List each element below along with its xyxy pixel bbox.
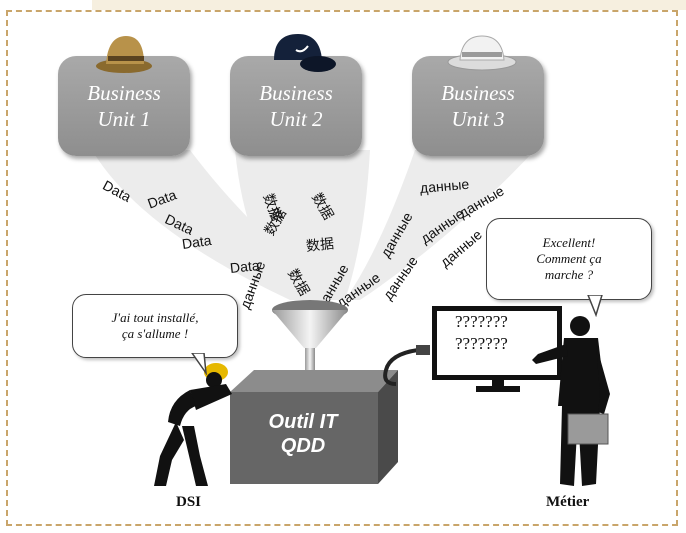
metier-speech-line1: Excellent! xyxy=(542,235,596,250)
business-unit-2: Business Unit 2 xyxy=(230,56,362,156)
screen-line-1: ??????? xyxy=(455,312,508,331)
data-word-chinese-4: 数据 xyxy=(305,235,335,254)
outil-it-line1: Outil IT xyxy=(268,411,338,433)
metier-speech-bubble: Excellent! Comment ça marche ? xyxy=(486,218,652,300)
top-band xyxy=(92,0,686,10)
metier-speech-line2: Comment ça xyxy=(536,251,602,266)
metier-speech-tail xyxy=(587,295,603,317)
business-unit-1-line2: Unit 1 xyxy=(97,107,151,131)
cable-icon xyxy=(383,345,430,386)
outil-it-label: Outil IT QDD xyxy=(229,410,377,458)
dsi-worker-silhouette xyxy=(154,363,232,486)
metier-businessman-silhouette xyxy=(532,316,610,486)
baseball-cap-icon xyxy=(274,34,336,72)
monitor-screen: ??????? ??????? xyxy=(432,306,562,380)
white-fedora-icon xyxy=(447,35,517,71)
dsi-speech-bubble: J'ai tout installé, ça s'allume ! xyxy=(72,294,238,358)
business-unit-2-line1: Business xyxy=(259,81,333,105)
funnel-icon xyxy=(272,300,348,380)
outil-box-3d xyxy=(230,370,398,484)
dsi-label: DSI xyxy=(176,494,202,510)
business-unit-3-line1: Business xyxy=(441,81,515,105)
dsi-speech-line2: ça s'allume ! xyxy=(121,326,189,341)
business-unit-1-line1: Business xyxy=(87,81,161,105)
monitor-stand-icon xyxy=(476,378,520,392)
dsi-speech-line1: J'ai tout installé, xyxy=(111,310,199,325)
outil-it-line2: QDD xyxy=(280,435,326,457)
screen-line-2: ??????? xyxy=(455,334,508,353)
business-unit-3-line2: Unit 3 xyxy=(451,107,505,131)
business-unit-2-line2: Unit 2 xyxy=(269,107,323,131)
business-unit-3: Business Unit 3 xyxy=(412,56,544,156)
business-unit-1: Business Unit 1 xyxy=(58,56,190,156)
dsi-speech-tail xyxy=(191,353,207,375)
metier-label: Métier xyxy=(546,494,590,510)
metier-speech-line3: marche ? xyxy=(544,267,594,282)
safari-hat-icon xyxy=(96,36,152,73)
